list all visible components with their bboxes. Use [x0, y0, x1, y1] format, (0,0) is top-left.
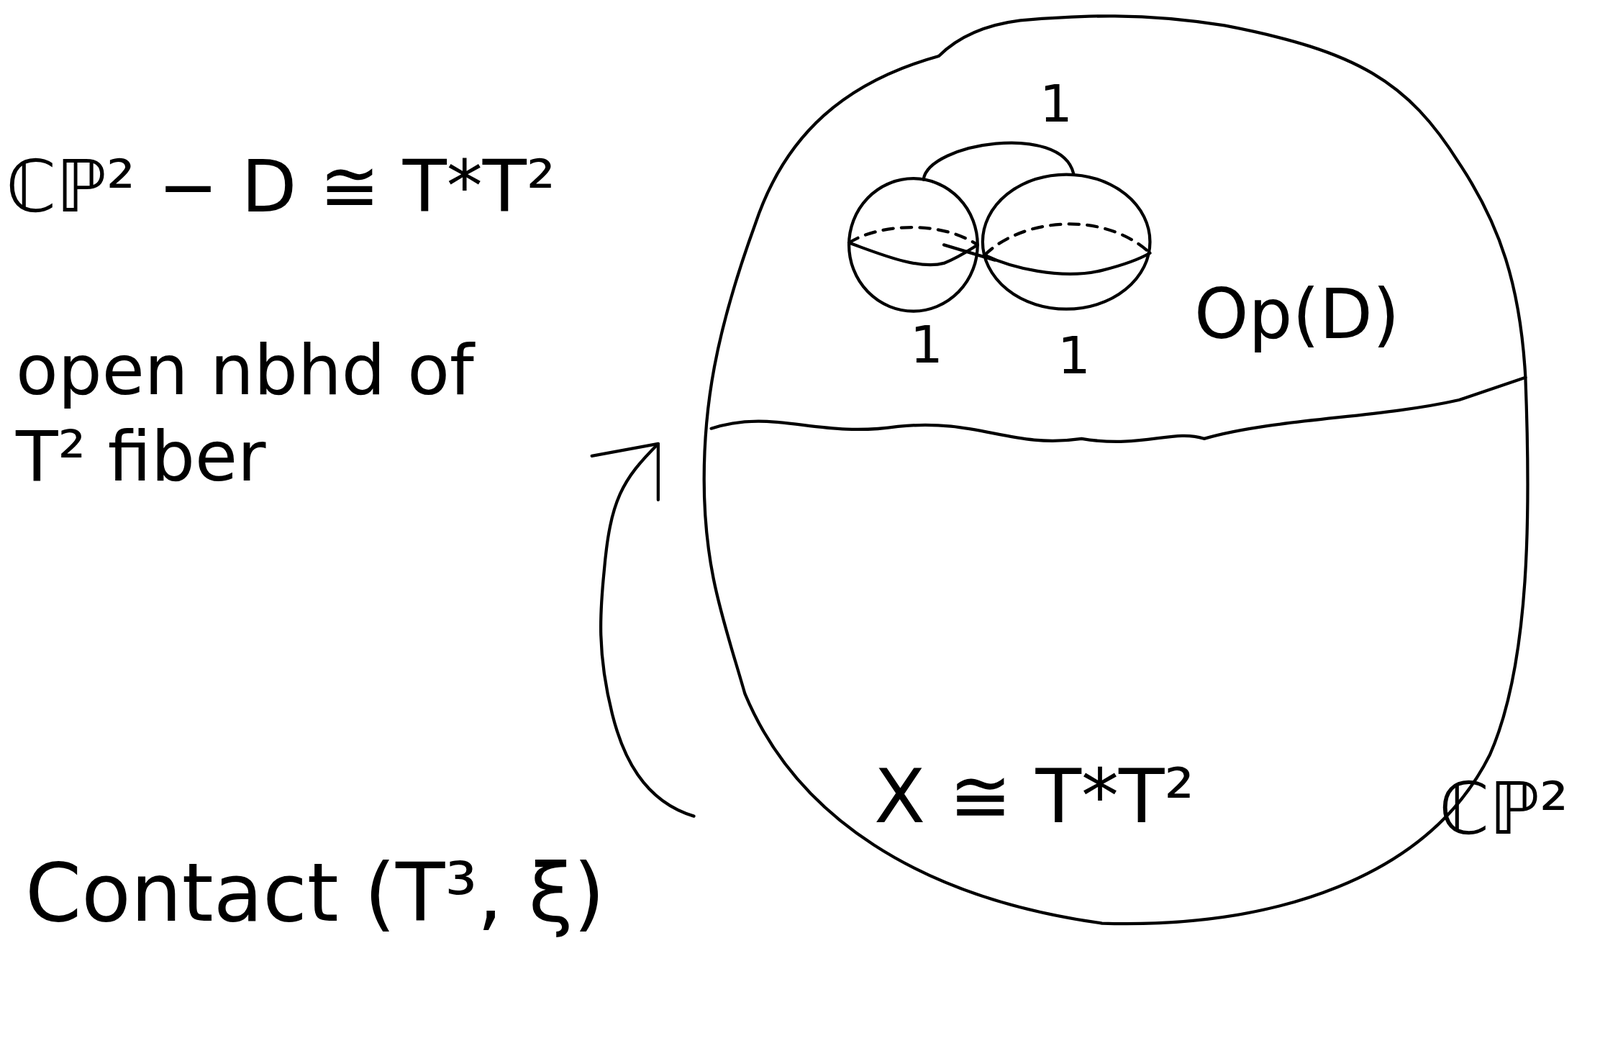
cp2-blob-outline: [704, 15, 1529, 924]
callout-number: 1: [1057, 327, 1091, 385]
node-label: Op(D): [1194, 276, 1400, 354]
cotangent-region: X ≅ T*T²: [712, 446, 1526, 914]
callout-number: 1: [910, 316, 944, 374]
equation-label: ℂℙ² − D ≅ T*T²: [5, 147, 556, 227]
note-label: open nbhd of T² fiber: [15, 327, 549, 500]
node-label: ℂℙ²: [1438, 769, 1569, 849]
callout-number: 1: [1039, 75, 1073, 133]
cp2-region: ℂℙ² Op(D) X ≅ T*T²: [703, 15, 1600, 924]
open-nbhd-region: Op(D): [712, 21, 1526, 425]
spheres: [848, 143, 1150, 312]
dividing-curve: [711, 377, 1526, 442]
node-label: X ≅ T*T²: [874, 755, 1195, 838]
leader-arrow: [592, 443, 695, 817]
contact-label: Contact (T³, ξ): [25, 848, 606, 938]
